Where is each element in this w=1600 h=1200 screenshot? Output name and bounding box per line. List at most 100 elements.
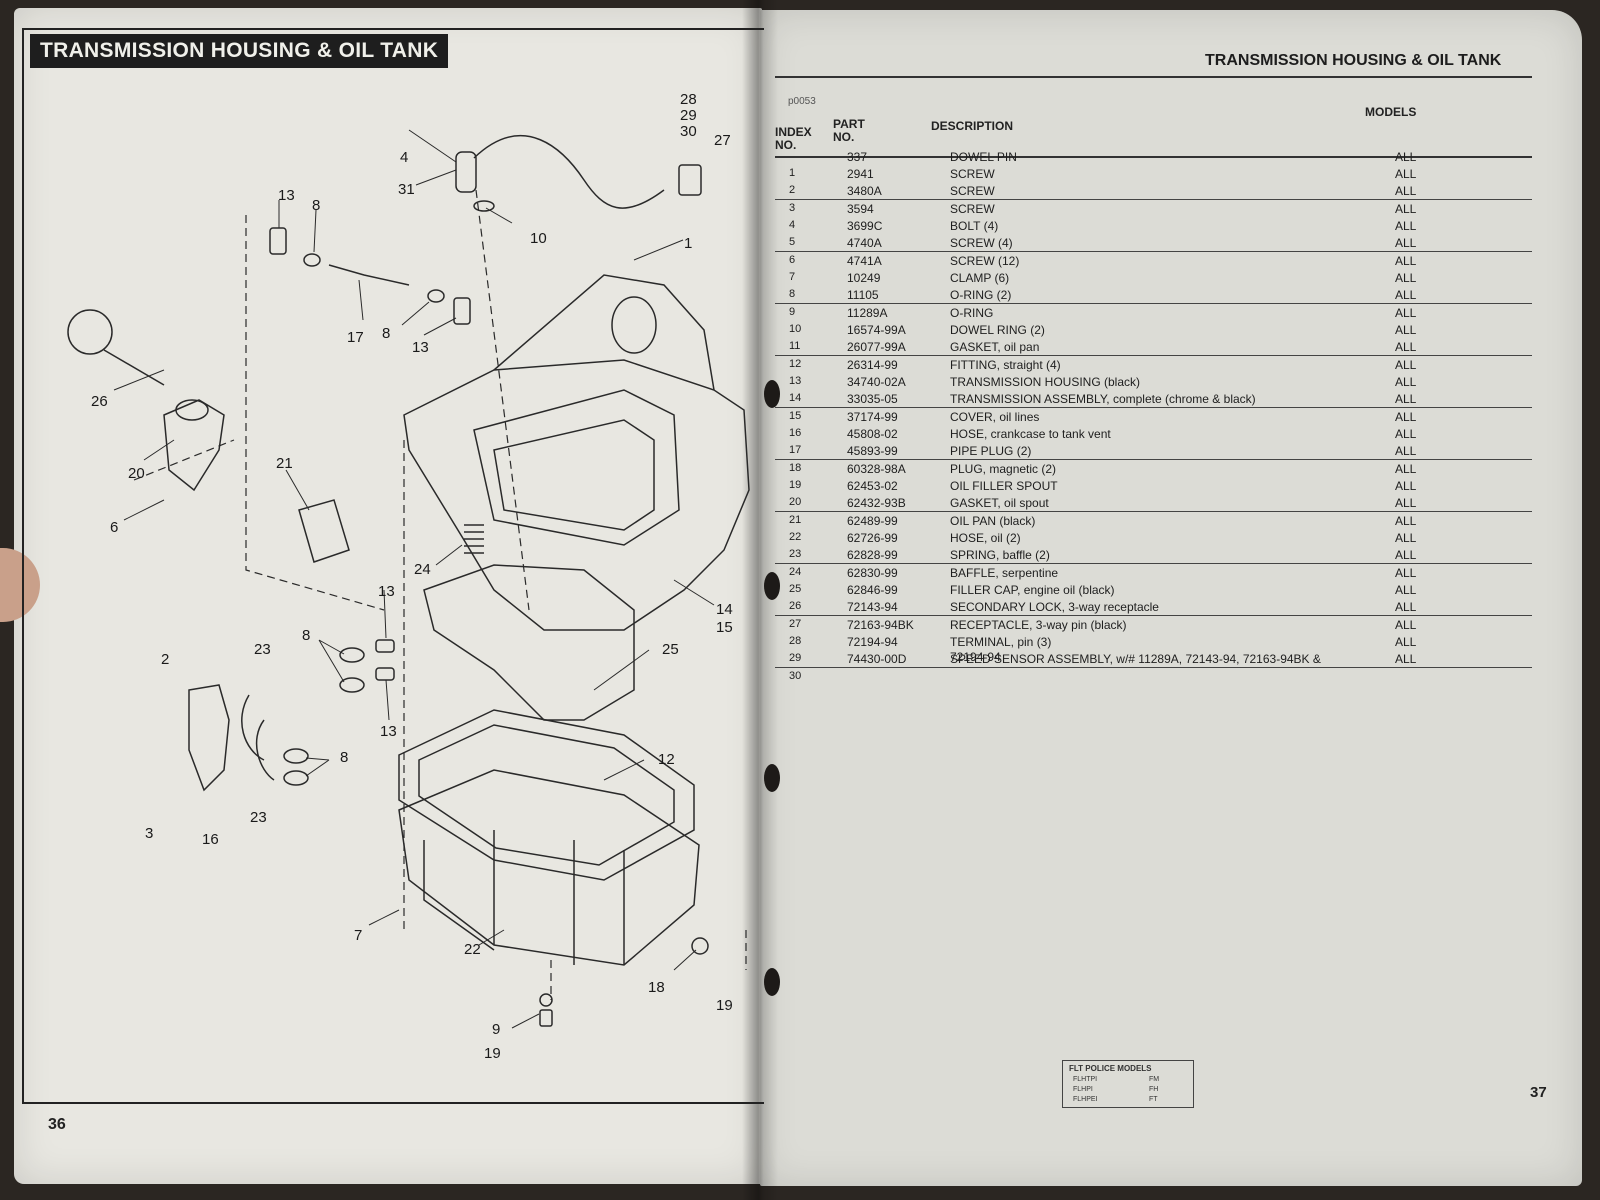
index-cell: 9 <box>789 306 796 318</box>
part-number-cell: 2941 <box>847 167 874 181</box>
hose-lower <box>241 694 265 761</box>
description-cell: SPEED SENSOR ASSEMBLY, w/# 11289A, 72143… <box>950 652 1321 666</box>
description-cell: PIPE PLUG (2) <box>950 444 1032 458</box>
part-number-cell: 11105 <box>847 288 879 302</box>
models-cell: ALL <box>1395 202 1417 216</box>
index-cell: 14 <box>789 392 802 404</box>
parts-table-header: INDEX NO. PART NO. DESCRIPTION MODELS <box>775 104 1532 158</box>
binder-hole <box>764 764 780 792</box>
callout-2: 2 <box>161 651 169 668</box>
part-number-cell: 16574-99A <box>847 323 906 337</box>
legend-model: FLHPEI <box>1073 1096 1098 1103</box>
callout-8c: 8 <box>302 627 310 644</box>
callout-12: 12 <box>658 751 675 768</box>
description-cell: SCREW <box>950 167 995 181</box>
callout-30: 30 <box>680 123 697 140</box>
part-number-cell: 74430-00D <box>847 652 907 666</box>
part-number-cell: 33035-05 <box>847 392 898 406</box>
table-row: 21 62489-99 OIL PAN (black) ALL <box>775 512 1532 529</box>
models-cell: ALL <box>1395 548 1417 562</box>
description-cell: SCREW (4) <box>950 236 1013 250</box>
models-cell: ALL <box>1395 496 1417 510</box>
page-number-left: 36 <box>48 1116 66 1133</box>
index-cell: 10 <box>789 323 802 335</box>
callout-18: 18 <box>648 979 665 996</box>
callout-17: 17 <box>347 329 364 346</box>
description-cell: SCREW (12) <box>950 254 1020 268</box>
transmission-housing <box>403 359 750 631</box>
callout-13d: 13 <box>380 723 397 740</box>
callout-23b: 23 <box>250 809 267 826</box>
callout-26: 26 <box>91 393 108 410</box>
description-cell: RECEPTACLE, 3-way pin (black) <box>950 618 1127 632</box>
callout-25: 25 <box>662 641 679 658</box>
filler-cap <box>67 309 113 355</box>
models-cell: ALL <box>1395 167 1417 181</box>
part-number-cell: 10249 <box>847 271 881 285</box>
exploded-parts-diagram: 28 29 30 27 4 31 10 1 13 8 17 8 13 26 20… <box>67 91 750 1062</box>
oil-filler-spout <box>163 399 225 492</box>
description-cell: SPRING, baffle (2) <box>950 548 1050 562</box>
baffle <box>423 564 635 721</box>
index-cell: 17 <box>789 444 802 456</box>
index-cell: 13 <box>789 375 802 387</box>
header-part: PART NO. <box>833 117 865 144</box>
index-cell: 7 <box>789 271 796 283</box>
index-cell: 21 <box>789 514 802 526</box>
right-page <box>760 10 1582 1186</box>
part-number-cell: 37174-99 <box>847 410 898 424</box>
part-number-cell: 45808-02 <box>847 427 898 441</box>
part-number-cell: 3480A <box>847 184 882 198</box>
models-cell: ALL <box>1395 479 1417 493</box>
index-cell: 11 <box>789 340 801 352</box>
callout-23: 23 <box>254 641 271 658</box>
part-number-cell: 72143-94 <box>847 600 898 614</box>
callout-29: 29 <box>680 107 697 124</box>
part-number-cell: 62489-99 <box>847 514 898 528</box>
callout-15: 15 <box>716 619 733 636</box>
models-cell: ALL <box>1395 323 1417 337</box>
callout-24: 24 <box>414 561 431 578</box>
description-cell: OIL PAN (black) <box>950 514 1036 528</box>
models-cell: ALL <box>1395 600 1417 614</box>
page-title-right: TRANSMISSION HOUSING & OIL TANK <box>1205 52 1502 69</box>
models-cell: ALL <box>1395 358 1417 372</box>
index-cell: 5 <box>789 236 796 248</box>
legend-code: FM <box>1149 1076 1160 1083</box>
models-cell: ALL <box>1395 514 1417 528</box>
part-number-cell: 62846-99 <box>847 583 898 597</box>
part-number-cell: 62453-02 <box>847 479 898 493</box>
binder-hole <box>764 380 780 408</box>
header-description: DESCRIPTION <box>931 119 1014 133</box>
hose-upper <box>328 264 410 286</box>
part-number-cell: 62830-99 <box>847 566 898 580</box>
description-cell: BAFFLE, serpentine <box>950 566 1059 580</box>
callout-4: 4 <box>400 149 408 166</box>
callout-22: 22 <box>464 941 481 958</box>
callout-28: 28 <box>680 91 697 108</box>
callout-8b: 8 <box>382 325 390 342</box>
figure-code: p0053 <box>788 96 816 107</box>
description-cell: OIL FILLER SPOUT <box>950 479 1058 493</box>
description-cell: FILLER CAP, engine oil (black) <box>950 583 1115 597</box>
models-cell: ALL <box>1395 392 1417 406</box>
models-cell: ALL <box>1395 583 1417 597</box>
receptacle <box>678 164 702 196</box>
callout-labels: 28 29 30 27 4 31 10 1 13 8 17 8 13 26 20… <box>91 91 733 1062</box>
legend-model: FLHTPI <box>1073 1076 1098 1083</box>
callout-16: 16 <box>202 831 219 848</box>
part-number-cell: 26314-99 <box>847 358 898 372</box>
index-cell: 16 <box>789 427 802 439</box>
